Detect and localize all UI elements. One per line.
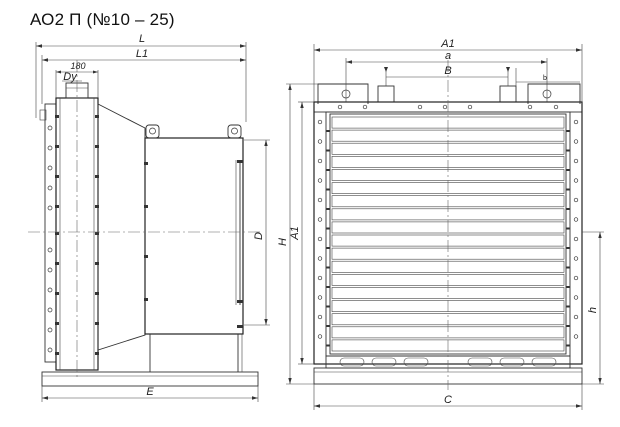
nozzle-left <box>377 85 395 103</box>
casing-bolt <box>566 208 570 210</box>
flange-bolts <box>47 125 53 353</box>
casing-bolt <box>566 169 570 171</box>
side-bolt-hole <box>573 139 579 144</box>
dim-180: 180 <box>55 61 99 98</box>
dim-a: a <box>345 50 548 86</box>
casing-bolt <box>566 266 570 269</box>
side-view: L L1 180 Dy D <box>28 33 270 402</box>
side-bolt-hole <box>317 275 323 281</box>
casing-bolt <box>566 227 570 230</box>
casing-bolt <box>566 344 570 347</box>
front-view: A1 a B b <box>277 38 604 410</box>
casing-bolt <box>566 286 570 288</box>
top-flange-holes <box>337 104 559 110</box>
dim-L: L <box>35 33 247 122</box>
side-bolt-hole <box>317 178 323 183</box>
dim-h-label: h <box>587 307 599 313</box>
fin-area <box>329 113 567 355</box>
inlet-flange <box>44 103 57 363</box>
top-bracket-right <box>527 83 581 104</box>
casing-bolt <box>566 247 570 249</box>
lifting-lugs <box>145 124 242 139</box>
side-bolt-hole <box>317 295 323 300</box>
side-bolt-hole <box>317 197 323 203</box>
casing-bolt <box>326 227 330 230</box>
casing-bolt <box>326 208 330 210</box>
casing-bolt <box>326 188 330 191</box>
dim-b: b <box>515 68 580 86</box>
page-title: АО2 П (№10 – 25) <box>30 10 175 29</box>
dim-H-label: H <box>277 238 289 246</box>
dim-b-label: b <box>543 75 547 82</box>
fan-housing-bolts <box>144 160 243 328</box>
side-bolt-hole <box>573 197 579 203</box>
dim-A1-top: A1 <box>313 38 583 102</box>
side-bolt-hole <box>573 314 579 320</box>
casing-bolt <box>326 286 330 288</box>
side-bolt-hole <box>573 236 579 242</box>
side-bolt-hole <box>573 334 579 339</box>
diffuser <box>97 103 146 351</box>
casing-bolt <box>326 130 330 132</box>
casing-bolt <box>326 344 330 347</box>
side-bolt-hole <box>573 158 579 164</box>
side-bolt-hole <box>317 119 323 125</box>
dim-Dy-label: Dy <box>63 71 78 83</box>
side-bolt-hole <box>317 236 323 242</box>
fan-housing <box>144 137 244 335</box>
bottom-rail-slots <box>339 357 557 367</box>
dim-A1-side-label: A1 <box>289 226 301 240</box>
casing-bolt <box>326 305 330 308</box>
side-bolt-hole <box>573 217 579 222</box>
nozzle-right <box>499 85 517 103</box>
casing-bolt <box>326 247 330 249</box>
casing-bolt <box>326 266 330 269</box>
dim-L-label: L <box>139 33 145 45</box>
dim-A1-side: A1 <box>289 101 314 365</box>
dim-C-label: C <box>444 394 452 406</box>
casing-bolt <box>326 149 330 152</box>
casing-bolt <box>566 305 570 308</box>
dim-E: E <box>41 386 259 402</box>
dim-B: B <box>384 65 510 86</box>
dim-L1: L1 <box>41 48 246 104</box>
dim-180-label: 180 <box>70 61 85 71</box>
side-bolt-hole <box>573 256 579 261</box>
side-bolt-hole <box>573 119 579 125</box>
dim-E-label: E <box>146 386 154 398</box>
base-plate <box>41 371 259 387</box>
dim-h: h <box>582 231 604 385</box>
side-bolt-hole <box>317 217 323 222</box>
dim-H: H <box>277 83 318 385</box>
dim-a-label: a <box>445 50 451 62</box>
body-bolts <box>55 115 99 355</box>
casing-bolt <box>566 130 570 132</box>
side-bolt-hole <box>317 334 323 339</box>
casing-bolt <box>566 188 570 191</box>
side-bolt-hole <box>317 256 323 261</box>
dim-D-label: D <box>253 232 265 240</box>
dim-B-label: B <box>444 65 451 77</box>
dim-D: D <box>244 139 270 326</box>
casing-bolt <box>326 169 330 171</box>
side-bolt-holes <box>317 119 579 347</box>
side-bolt-hole <box>573 295 579 300</box>
casing-bolt <box>566 325 570 327</box>
side-bolt-hole <box>573 178 579 183</box>
side-bolt-hole <box>317 158 323 164</box>
casing-bolt <box>566 149 570 152</box>
side-bolt-hole <box>317 314 323 320</box>
dim-C: C <box>313 384 583 410</box>
side-bolt-hole <box>573 275 579 281</box>
dim-A1-top-label: A1 <box>440 38 454 50</box>
dim-L1-label: L1 <box>136 48 148 60</box>
side-bolt-hole <box>317 139 323 144</box>
casing-bolt <box>326 325 330 327</box>
top-bracket-left <box>317 83 369 104</box>
